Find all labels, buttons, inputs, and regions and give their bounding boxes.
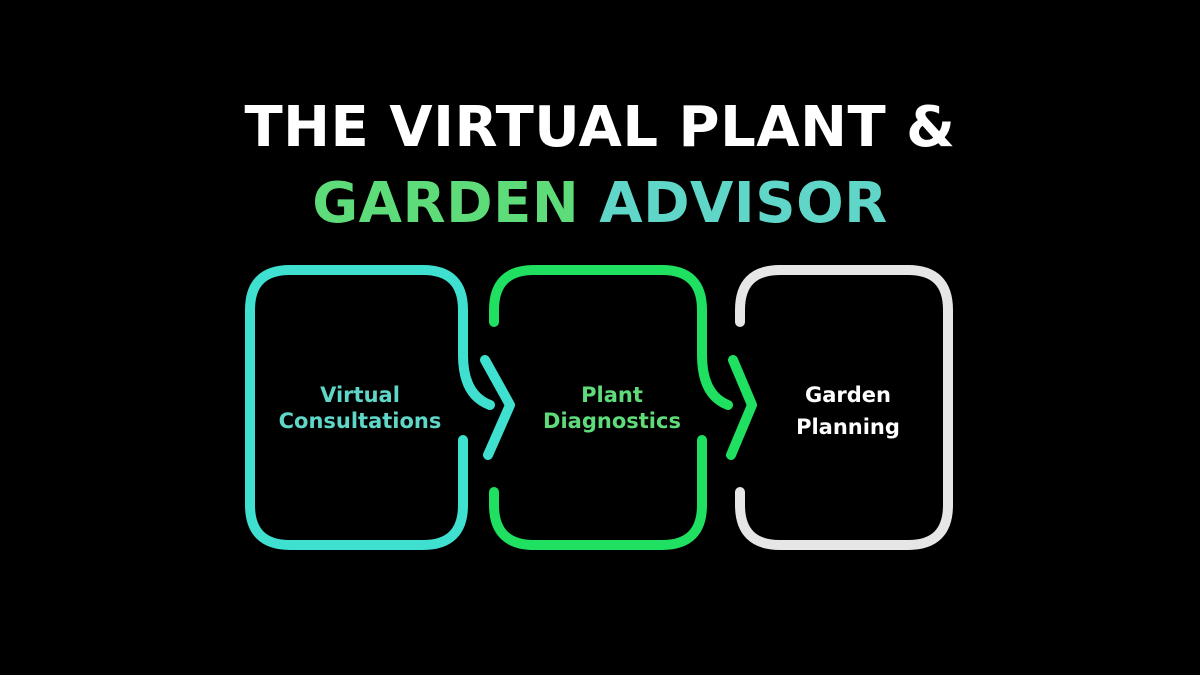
step-1-label-line-1: Virtual	[320, 383, 400, 407]
title-word-garden: GARDEN	[312, 171, 580, 236]
step-1-label-line-2: Consultations	[278, 409, 442, 433]
step-3-box	[735, 265, 953, 550]
step-2-box	[489, 265, 707, 550]
step-3-label-line-1: Garden	[805, 383, 891, 407]
step-label-plant-diagnostics: Plant Diagnostics	[512, 382, 712, 434]
title-line-2: GARDEN ADVISOR	[0, 176, 1200, 232]
title-word-advisor: ADVISOR	[599, 171, 888, 236]
step-2-label-line-2: Diagnostics	[543, 409, 681, 433]
step-2-arrow-connector	[697, 350, 757, 460]
step-1-arrow-connector	[458, 350, 515, 460]
step-3-label-line-2: Planning	[796, 415, 900, 439]
step-1-box	[245, 265, 468, 550]
title-line-1: THE VIRTUAL PLANT &	[244, 95, 956, 160]
step-2-label-line-1: Plant	[581, 383, 643, 407]
step-label-virtual-consultations: Virtual Consultations	[260, 382, 460, 434]
step-label-garden-planning: Garden Planning	[748, 379, 948, 443]
